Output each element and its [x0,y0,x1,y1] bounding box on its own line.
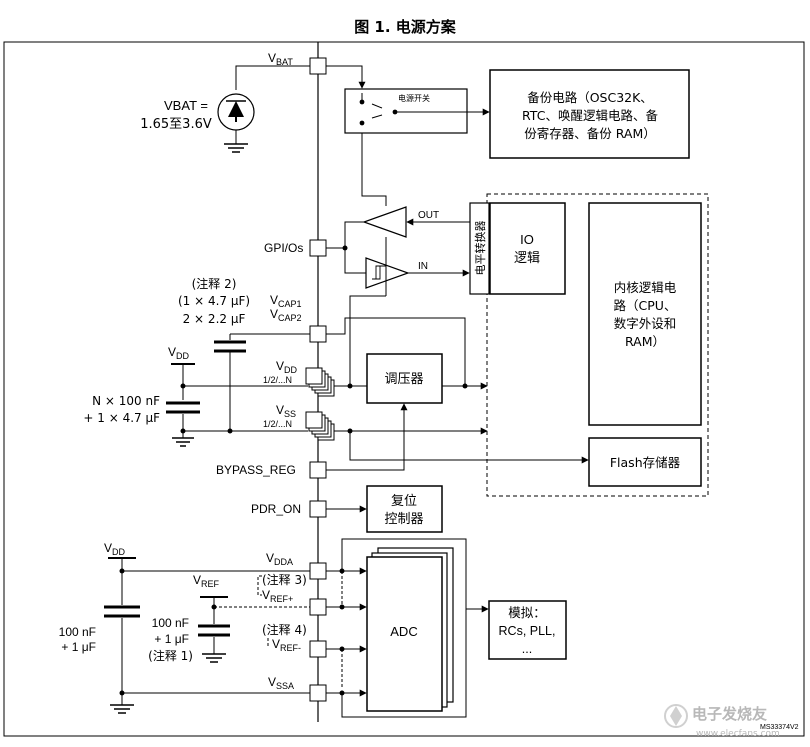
analog-block [488,600,567,660]
note2-label: (注释 2) [192,276,237,291]
core-line-4: RAM） [625,334,665,349]
vcap1-label: VCAP1 [270,293,302,309]
backup-line-2: RTC、唤醒逻辑电路、备 [522,108,658,123]
power-switch-block [344,88,468,134]
flash-memory-block [588,437,702,487]
dcap-label-1: 100 nF [59,625,96,639]
ground-icon [202,653,226,663]
vbat-pin-label: VBAT [268,51,293,67]
refcap-label-2: + 1 μF [154,632,189,646]
bypass-label: BYPASS_REG [216,463,296,477]
analog-decoupling-capacitor-icon [104,605,140,618]
vbat-pin [309,57,327,75]
switch-icon [359,93,416,126]
vbat-range-label-1: VBAT = [164,98,208,113]
vdd-index-label: 1/2/...N [263,375,292,385]
regulator-block [366,353,443,404]
ncap-label-2: + 1 × 4.7 μF [83,411,160,425]
backup-line-3: 份寄存器、备份 RAM） [524,126,656,141]
ground-icon [224,143,248,153]
io-logic-block [489,202,566,295]
vdd-pin-label: VDD [276,359,298,375]
vdda-pin [309,562,327,580]
backup-line-1: 备份电路（OSC32K、 [527,90,653,105]
vbat-wire [235,65,310,90]
vref-plus-label: VREF+ [262,588,293,604]
reset-controller-block [366,485,443,533]
core-line-3: 数字外设和 [614,316,677,331]
digital-domain-boundary [486,193,709,497]
note1-label: (注释 1) [148,648,193,663]
level-shifter-label: 电平转换器 [473,221,487,276]
reset-line-1: 复位 [391,494,417,509]
outer-frame [3,41,805,737]
diagram-title: 图 1. 电源方案 [354,18,457,36]
vref-minus-label: VREF- [272,637,301,653]
core-line-2: 路（CPU、 [614,298,677,313]
vdd-pin-stack [305,367,335,397]
ncap-label-1: N × 100 nF [92,394,160,408]
cap-22-label: 2 × 2.2 μF [183,312,246,326]
pdr-on-label: PDR_ON [251,502,301,516]
level-shifter-block [469,202,490,295]
vref-label: VREF [193,573,220,589]
vref-minus-pin [309,640,327,658]
vssa-pin [309,684,327,702]
note4-label: (注释 4) [262,622,307,637]
pdr-on-pin [309,500,327,518]
ground-icon [172,437,194,447]
vdd-top-label: VDD [168,345,190,361]
vcap-capacitor-icon [214,340,246,353]
vcap2-label: VCAP2 [270,307,302,323]
adc-block [366,556,443,712]
adc-label: ADC [390,624,417,639]
decoupling-capacitor-icon [166,401,200,414]
regulator-label: 调压器 [384,372,423,387]
vcap-pin [309,325,327,343]
core-logic-block [588,202,702,426]
output-buffer-icon [362,206,407,238]
core-line-1: 内核逻辑电 [614,280,677,295]
vss-pin-label: VSS [276,403,296,419]
analog-line-1: 模拟： [508,605,546,620]
refcap-label-1: 100 nF [152,616,189,630]
vdd-bottom-label: VDD [104,541,126,557]
dcap-label-2: + 1 μF [61,640,96,654]
power-switch-label: 电源开关 [398,93,430,103]
note3-label: (注释 3) [262,572,307,587]
vss-pin-stack [305,411,335,441]
watermark-url: www.elecfans.com [696,729,780,739]
cap-47-label: (1 × 4.7 μF) [178,294,250,308]
vssa-label: VSSA [268,675,294,691]
vss-index-label: 1/2/...N [263,419,292,429]
bypass-reg-pin [309,461,327,479]
io-logic-line-1: IO [520,232,534,247]
watermark-text: 电子发烧友 [692,705,767,723]
analog-line-2: RCs, PLL, [499,624,556,638]
gpio-label: GPI/Os [264,241,303,255]
flash-label: Flash存储器 [610,455,681,470]
vdda-label: VDDA [266,551,293,567]
vbat-range-label-2: 1.65至3.6V [140,117,212,132]
in-label: IN [418,261,428,272]
vref-plus-pin [309,598,327,616]
io-logic-line-2: 逻辑 [514,251,540,266]
gpio-pin [309,239,327,257]
vref-capacitor-icon [198,624,230,637]
out-label: OUT [418,210,439,221]
backup-circuit-block [489,69,690,159]
analog-line-3: ... [522,642,532,656]
figure-code: MS33374V2 [760,724,799,731]
reset-line-2: 控制器 [384,512,423,527]
ground-icon [110,704,134,714]
schmitt-input-buffer-icon [365,257,410,289]
watermark-logo [664,704,688,728]
